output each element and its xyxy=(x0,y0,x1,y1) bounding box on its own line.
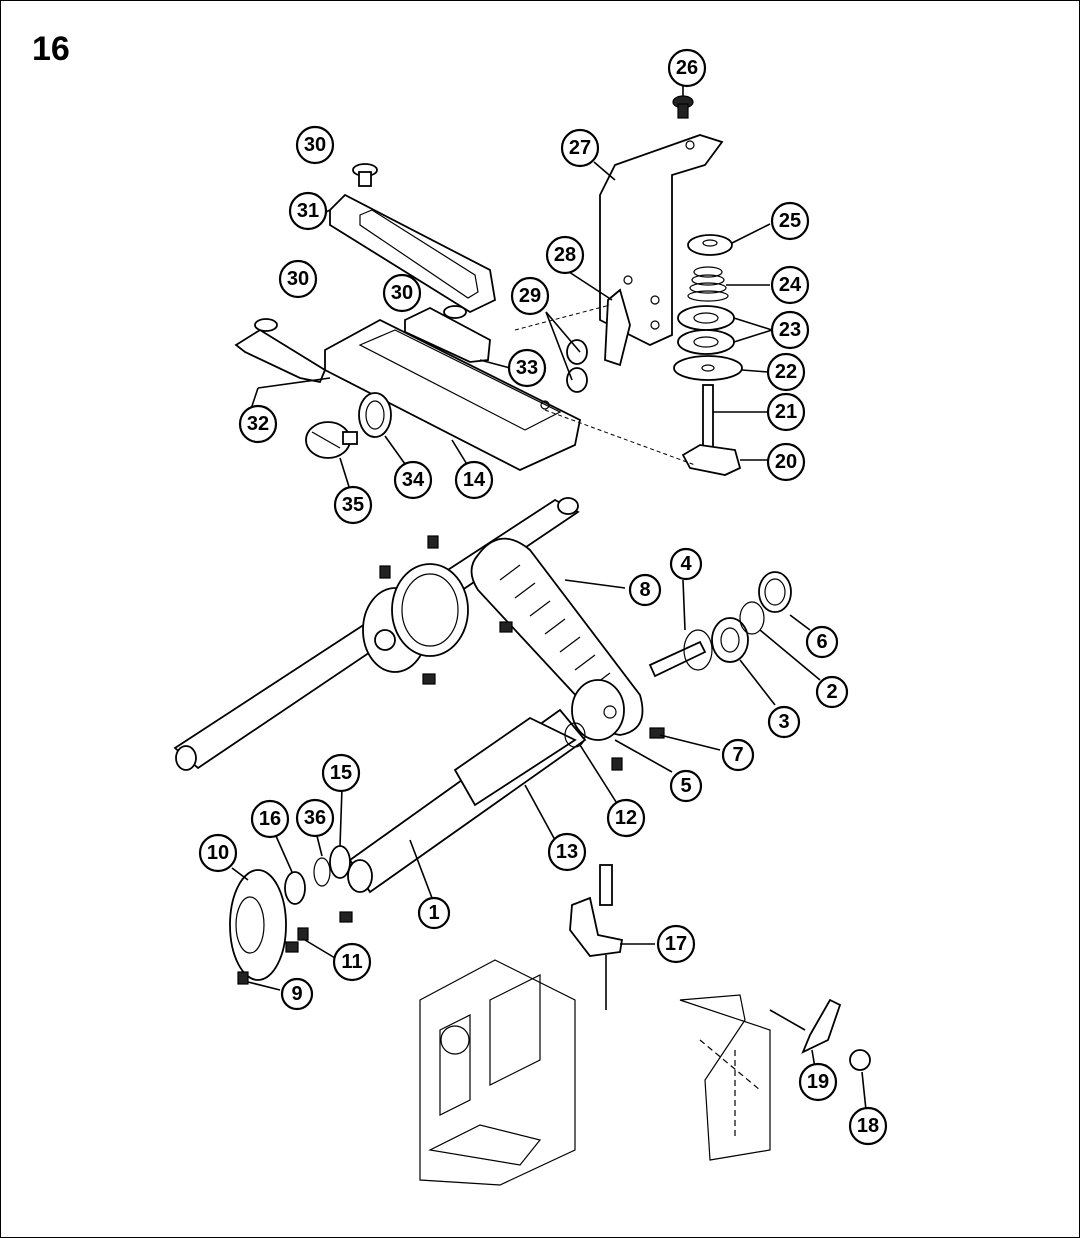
callout-19: 19 xyxy=(798,1062,838,1102)
svg-text:30: 30 xyxy=(304,134,326,156)
callout-23: 23 xyxy=(770,310,810,350)
svg-text:7: 7 xyxy=(732,744,743,766)
svg-text:28: 28 xyxy=(554,244,576,266)
callout-18: 18 xyxy=(848,1106,888,1146)
callout-14: 14 xyxy=(454,460,494,500)
callout-20: 20 xyxy=(766,442,806,482)
svg-text:30: 30 xyxy=(287,268,309,290)
knife-detail xyxy=(679,994,871,1161)
svg-text:20: 20 xyxy=(775,451,797,473)
svg-text:26: 26 xyxy=(676,57,698,79)
callout-27: 27 xyxy=(560,128,600,168)
svg-text:16: 16 xyxy=(259,808,281,830)
callout-34: 34 xyxy=(393,460,433,500)
callout-labels: 1 2 3 4 5 6 7 8 9 10 11 12 13 14 15 16 1… xyxy=(198,48,888,1146)
callout-7: 7 xyxy=(721,738,755,772)
callout-11: 11 xyxy=(332,942,372,982)
svg-text:22: 22 xyxy=(775,361,797,383)
svg-text:29: 29 xyxy=(519,285,541,307)
svg-text:15: 15 xyxy=(330,762,352,784)
callout-35: 35 xyxy=(333,485,373,525)
svg-text:13: 13 xyxy=(556,841,578,863)
callout-29: 29 xyxy=(510,276,550,316)
svg-text:14: 14 xyxy=(463,469,486,491)
svg-text:11: 11 xyxy=(341,951,362,973)
svg-text:25: 25 xyxy=(779,210,801,232)
callout-1: 1 xyxy=(417,896,451,930)
callout-32: 32 xyxy=(238,404,278,444)
callout-5: 5 xyxy=(669,769,703,803)
callout-22: 22 xyxy=(766,352,806,392)
svg-text:1: 1 xyxy=(428,902,439,924)
svg-text:18: 18 xyxy=(857,1115,879,1137)
svg-text:21: 21 xyxy=(775,401,797,423)
callout-10: 10 xyxy=(198,833,238,873)
svg-text:6: 6 xyxy=(816,631,827,653)
svg-text:19: 19 xyxy=(807,1071,829,1093)
callout-31: 31 xyxy=(288,191,328,231)
callout-26: 26 xyxy=(667,48,707,88)
svg-text:36: 36 xyxy=(304,807,326,829)
callout-4: 4 xyxy=(669,547,703,581)
svg-text:2: 2 xyxy=(826,681,837,703)
callout-25: 25 xyxy=(770,201,810,241)
svg-text:17: 17 xyxy=(665,933,687,955)
svg-text:30: 30 xyxy=(391,282,413,304)
callout-36: 36 xyxy=(295,798,335,838)
callout-16: 16 xyxy=(250,799,290,839)
housing-detail xyxy=(419,864,655,1186)
plate-assembly xyxy=(234,163,582,491)
callout-21: 21 xyxy=(766,392,806,432)
callout-15: 15 xyxy=(321,753,361,793)
bracket-assembly xyxy=(514,86,773,476)
svg-text:3: 3 xyxy=(778,711,789,733)
callout-17: 17 xyxy=(656,924,696,964)
svg-text:9: 9 xyxy=(291,983,302,1005)
svg-text:5: 5 xyxy=(680,775,691,797)
callout-30-mid: 30 xyxy=(382,273,422,313)
callout-6: 6 xyxy=(805,625,839,659)
page-number: 16 xyxy=(32,30,70,68)
callout-9: 9 xyxy=(280,977,314,1011)
svg-text:27: 27 xyxy=(569,137,591,159)
callout-8: 8 xyxy=(628,573,662,607)
shaft-assembly xyxy=(173,497,821,899)
callout-30-top: 30 xyxy=(295,125,335,165)
svg-text:10: 10 xyxy=(207,842,229,864)
callout-3: 3 xyxy=(767,705,801,739)
callout-2: 2 xyxy=(815,675,849,709)
callout-28: 28 xyxy=(545,235,585,275)
svg-text:35: 35 xyxy=(342,494,364,516)
callout-24: 24 xyxy=(770,265,810,305)
svg-text:24: 24 xyxy=(779,274,802,296)
svg-text:23: 23 xyxy=(779,319,801,341)
svg-text:32: 32 xyxy=(247,413,269,435)
svg-text:33: 33 xyxy=(516,357,538,379)
callout-13: 13 xyxy=(547,832,587,872)
svg-text:8: 8 xyxy=(639,579,650,601)
svg-text:4: 4 xyxy=(680,553,692,575)
callout-12: 12 xyxy=(606,798,646,838)
callout-33: 33 xyxy=(507,348,547,388)
svg-text:31: 31 xyxy=(297,200,319,222)
svg-text:34: 34 xyxy=(402,469,425,491)
svg-text:12: 12 xyxy=(615,807,637,829)
callout-30-left: 30 xyxy=(278,259,318,299)
